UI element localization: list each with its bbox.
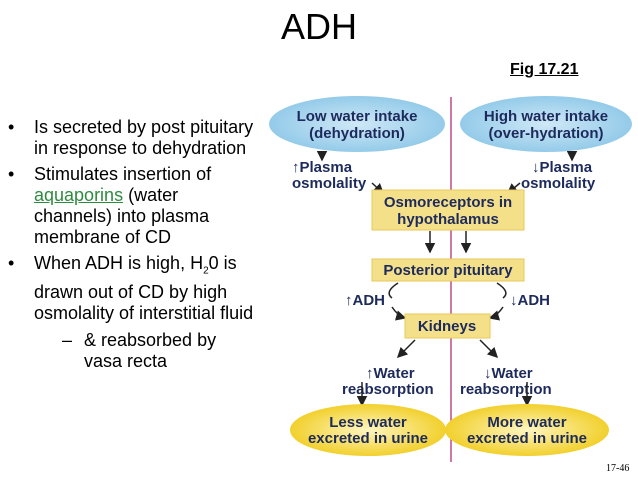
slide-title: ADH xyxy=(280,6,357,47)
plasma-right-1: ↓Plasma xyxy=(532,159,593,176)
bullet-text: (water channels) into plasma membrane of… xyxy=(34,185,210,247)
bullet-list: • Is secreted by post pituitary in respo… xyxy=(8,117,256,377)
high-intake-label-1: High water intake xyxy=(484,108,608,125)
bullet-item: • When ADH is high, H20 is drawn out of … xyxy=(8,253,256,372)
adh-right: ↓ADH xyxy=(510,292,550,309)
bullet-dot-icon: • xyxy=(8,164,15,184)
bullet-item: • Stimulates insertion of aquaporins (wa… xyxy=(8,164,256,248)
plasma-left-2: osmolality xyxy=(292,175,367,192)
more-water-label-2: excreted in urine xyxy=(467,430,587,447)
water-right-1: ↓Water xyxy=(484,365,533,382)
arrow xyxy=(496,282,507,299)
bullet-text: Stimulates insertion of xyxy=(34,164,212,184)
posterior-pituitary-label: Posterior pituitary xyxy=(383,262,513,279)
dash-icon: – xyxy=(62,329,73,350)
less-water-ellipse xyxy=(290,404,446,456)
bullet-dot-icon: • xyxy=(8,253,15,273)
less-water-label-2: excreted in urine xyxy=(308,430,428,447)
low-intake-label-2: (dehydration) xyxy=(309,125,405,142)
arrow xyxy=(388,282,399,299)
posterior-pituitary-box xyxy=(371,258,525,282)
bullet-text: When ADH is high, H xyxy=(34,253,204,273)
more-water-label-1: More water xyxy=(487,414,566,431)
plasma-right-2: osmolality xyxy=(521,175,596,192)
low-intake-label-1: Low water intake xyxy=(297,108,418,125)
figure-reference: Fig 17.21 xyxy=(510,61,579,78)
sub-bullet: – & reabsorbed by vasa recta xyxy=(34,330,256,372)
arrow xyxy=(479,339,499,359)
water-left-1: ↑Water xyxy=(366,365,415,382)
kidneys-label: Kidneys xyxy=(418,318,476,335)
slide-number: 17-46 xyxy=(606,463,630,474)
bullet-item: • Is secreted by post pituitary in respo… xyxy=(8,117,256,159)
bullet-text: Is secreted by post pituitary in respons… xyxy=(34,117,254,158)
arrow xyxy=(488,306,504,321)
osmoreceptors-label-1: Osmoreceptors in xyxy=(384,194,512,211)
water-left-2: reabsorption xyxy=(342,381,434,398)
kidneys-box xyxy=(404,313,491,339)
sub-bullet-text: & reabsorbed by vasa recta xyxy=(84,329,217,371)
less-water-label-1: Less water xyxy=(329,414,407,431)
arrow xyxy=(391,306,407,321)
high-intake-ellipse xyxy=(460,96,632,152)
aquaporins-link[interactable]: aquaporins xyxy=(34,185,124,205)
low-intake-ellipse xyxy=(269,96,445,152)
water-right-2: reabsorption xyxy=(460,381,552,398)
high-intake-label-2: (over-hydration) xyxy=(488,125,603,142)
plasma-left-1: ↑Plasma xyxy=(292,159,353,176)
adh-left: ↑ADH xyxy=(345,292,385,309)
subscript: 2 xyxy=(203,265,209,277)
bullet-dot-icon: • xyxy=(8,117,15,137)
osmoreceptors-label-2: hypothalamus xyxy=(397,211,499,228)
bullet-text: 0 is drawn out of CD by high osmolality … xyxy=(34,253,254,323)
osmoreceptors-box xyxy=(371,189,525,231)
more-water-ellipse xyxy=(445,404,609,456)
arrow xyxy=(396,339,416,359)
